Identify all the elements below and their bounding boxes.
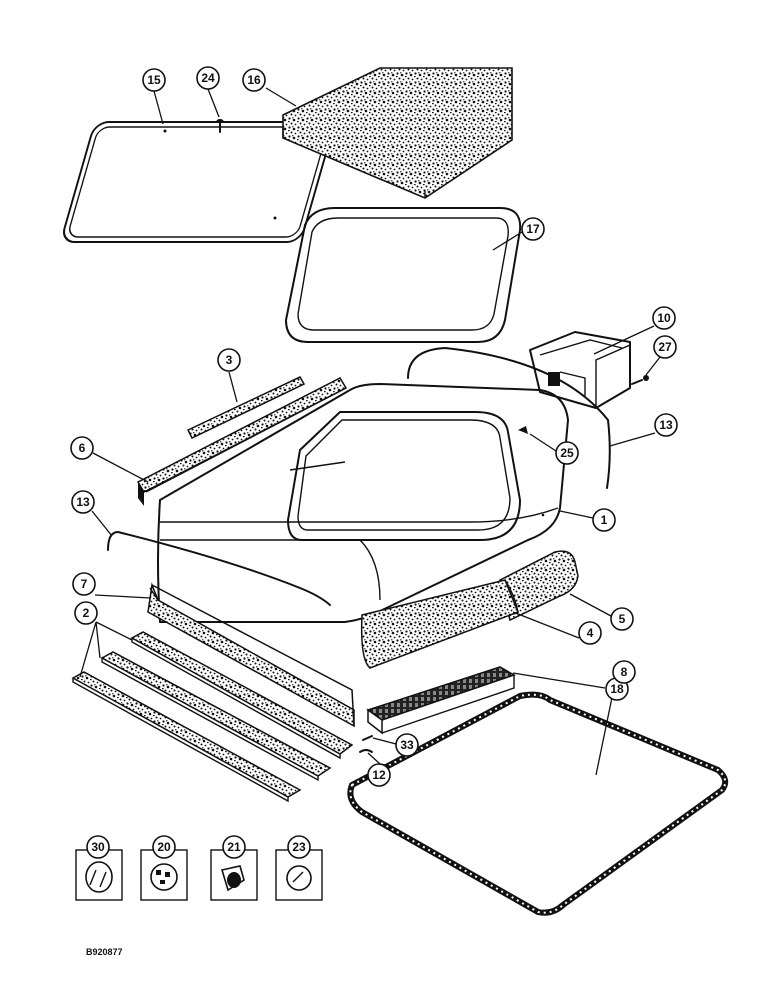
callout-27-label: 27: [658, 340, 672, 354]
callout-2: 2: [74, 601, 98, 625]
callout-4-label: 4: [587, 626, 594, 640]
part-12-clip: [359, 749, 373, 753]
part-30-knob: [75, 849, 123, 901]
part-27-screw: [631, 375, 649, 385]
part-4-filter: [360, 579, 519, 669]
leader-lines: [79, 87, 661, 776]
callout-12: 12: [367, 763, 391, 787]
callout-24-label: 24: [201, 71, 215, 85]
callout-5-label: 5: [619, 612, 626, 626]
callout-2-label: 2: [83, 606, 90, 620]
part-13-trim-lower: [107, 531, 331, 606]
callout-33: 33: [395, 733, 419, 757]
callout-1: 1: [592, 508, 616, 532]
callout-30: 30: [86, 835, 110, 859]
part-21-knob: [210, 849, 258, 901]
callout-23: 23: [287, 835, 311, 859]
callout-8-label: 8: [621, 665, 628, 679]
part-25-clip: [518, 426, 528, 434]
callout-12-label: 12: [372, 768, 386, 782]
part-5-filter-roll: [499, 550, 579, 622]
part-33-fastener: [362, 735, 373, 741]
callout-3-label: 3: [226, 353, 233, 367]
callout-16: 16: [242, 68, 266, 92]
callout-15: 15: [142, 68, 166, 92]
callout-13-upper: 13: [654, 413, 678, 437]
part-16-insulation-pad: [282, 67, 513, 199]
callout-7: 7: [72, 572, 96, 596]
callout-25-label: 25: [560, 446, 574, 460]
callout-4: 4: [578, 621, 602, 645]
part-15-panel: [63, 121, 333, 243]
part-17-gasket: [285, 207, 522, 343]
part-13-trim-upper: [407, 347, 611, 489]
callout-16-label: 16: [247, 73, 261, 87]
part-1-roof: [157, 383, 569, 623]
part-18-grille: [366, 666, 516, 735]
callout-10: 10: [652, 306, 676, 330]
callout-15-label: 15: [147, 73, 161, 87]
callout-13-lower: 13: [71, 490, 95, 514]
part-10-duct-cover: [529, 331, 631, 409]
callout-23-label: 23: [292, 840, 306, 854]
part-2-strips: [71, 631, 354, 803]
callout-33-label: 33: [400, 738, 414, 752]
part-8-gasket-frame: [347, 691, 729, 916]
callout-20: 20: [152, 835, 176, 859]
part-6-strip: [136, 377, 348, 506]
callout-10-label: 10: [657, 311, 671, 325]
callout-30-label: 30: [91, 840, 105, 854]
callout-1-label: 1: [601, 513, 608, 527]
callout-17-label: 17: [526, 222, 540, 236]
callout-3: 3: [217, 348, 241, 372]
callout-5: 5: [610, 607, 634, 631]
callout-20-label: 20: [157, 840, 171, 854]
callout-24: 24: [196, 66, 220, 90]
callout-27: 27: [653, 335, 677, 359]
callout-21-label: 21: [227, 840, 241, 854]
callout-18-label: 18: [610, 682, 624, 696]
callout-25: 25: [555, 441, 579, 465]
drawing-code: B920877: [86, 947, 123, 957]
callout-17: 17: [521, 217, 545, 241]
callout-8: 8: [612, 660, 636, 684]
part-7-pad: [147, 582, 355, 728]
callout-13-upper-label: 13: [659, 418, 673, 432]
part-24-screw: [216, 119, 224, 133]
callout-7-label: 7: [81, 577, 88, 591]
callout-21: 21: [222, 835, 246, 859]
callout-13-lower-label: 13: [76, 495, 90, 509]
part-3-strip: [186, 376, 306, 439]
callout-6-label: 6: [79, 441, 86, 455]
callout-6: 6: [70, 436, 94, 460]
